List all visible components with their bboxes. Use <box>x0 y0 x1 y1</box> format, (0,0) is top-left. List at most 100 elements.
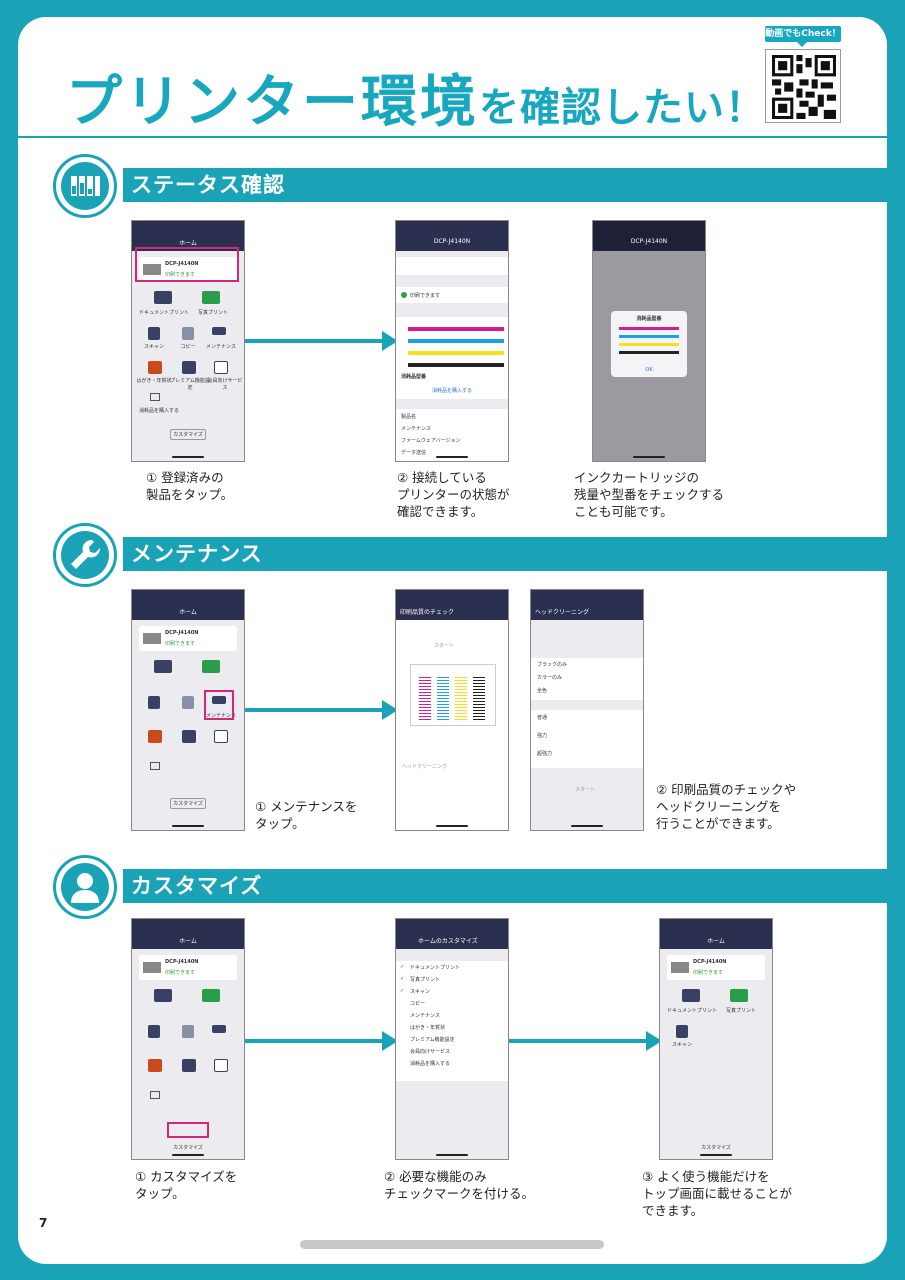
scan-icon[interactable] <box>148 1025 160 1038</box>
phone-nav: DCP-J4140N <box>396 221 508 251</box>
page-title: プリンター環境を確認したい！ <box>66 70 766 135</box>
arrow-2a <box>245 700 398 720</box>
scrollbar[interactable] <box>300 1240 604 1249</box>
hagaki-icon[interactable] <box>148 361 162 374</box>
doc-print-icon[interactable] <box>682 989 700 1002</box>
phone-nav: ホームのカスタマイズ <box>396 919 508 949</box>
caption-maint-1: ① メンテナンスを タップ。 <box>255 799 358 831</box>
device-card[interactable]: DCP-J4140N 印刷できます <box>139 257 237 282</box>
highlight-maintenance <box>204 690 234 720</box>
photo-print-icon[interactable] <box>202 291 220 304</box>
section-band-status: ステータス確認 <box>123 168 887 202</box>
maint-row[interactable]: メンテナンス <box>401 426 431 432</box>
device-model: DCP-J4140N <box>165 261 199 267</box>
scan-icon[interactable] <box>148 696 160 709</box>
list-premium[interactable]: プレミアム機能設定 <box>410 1037 455 1043</box>
phone-nav: ホーム <box>660 919 772 949</box>
premium-icon[interactable] <box>182 730 196 743</box>
opt-color[interactable]: カラーのみ <box>537 675 563 681</box>
list-maintenance[interactable]: メンテナンス <box>410 1013 440 1019</box>
phone-home-result-screen: ホーム DCP-J4140N 印刷できます ドキュメントプリント 写真プリント … <box>659 918 773 1160</box>
scan-label: スキャン <box>143 344 164 350</box>
list-hagaki[interactable]: はがき・年賀状 <box>410 1025 446 1031</box>
doc-print-icon[interactable] <box>154 291 172 304</box>
corp-icon[interactable] <box>214 730 228 743</box>
device-status: 印刷できます <box>165 641 196 647</box>
doc-print-label: ドキュメントプリント <box>138 310 189 316</box>
opt-normal[interactable]: 普通 <box>537 715 548 721</box>
customize-button[interactable]: カスタマイズ <box>170 429 206 440</box>
opt-all[interactable]: 全色 <box>537 688 548 694</box>
phone-home-screen-2: ホーム DCP-J4140N 印刷できます メンテナンス カスタマイズ <box>131 589 245 831</box>
cart-icon[interactable] <box>150 1091 160 1099</box>
photo-print-icon[interactable] <box>730 989 748 1002</box>
cart-icon[interactable] <box>150 762 160 770</box>
scan-icon[interactable] <box>148 327 160 340</box>
list-doc-print: ドキュメントプリント <box>410 965 461 971</box>
copy-icon[interactable] <box>182 327 194 340</box>
list-buy[interactable]: 消耗品を購入する <box>410 1061 451 1067</box>
device-card[interactable]: DCP-J4140N 印刷できます <box>667 955 765 980</box>
premium-icon[interactable] <box>182 361 196 374</box>
hagaki-icon[interactable] <box>148 1059 162 1072</box>
maintenance-icon[interactable] <box>212 696 226 704</box>
qr-block[interactable]: 動画でもCheck！ <box>765 26 841 123</box>
list-scan: スキャン <box>410 989 431 995</box>
buy-label: 消耗品を購入する <box>138 408 179 414</box>
photo-print-icon[interactable] <box>202 660 220 673</box>
caption-status-3: インクカートリッジの 残量や型番をチェックする ことも可能です。 <box>574 470 725 519</box>
hagaki-icon[interactable] <box>148 730 162 743</box>
highlight-device-card <box>135 247 239 282</box>
caption-cust-3: ③ よく使う機能だけを トップ画面に載せることが できます。 <box>642 1169 793 1218</box>
list-copy[interactable]: コピー <box>410 1001 426 1007</box>
qr-code-icon[interactable] <box>765 49 841 123</box>
head-clean-row[interactable]: ヘッドクリーニング <box>402 764 448 770</box>
check-icon[interactable]: ✓ <box>400 976 405 982</box>
cart-icon[interactable] <box>150 393 160 401</box>
check-icon[interactable]: ✓ <box>400 988 405 994</box>
start-button[interactable]: スタート <box>575 787 596 793</box>
highlight-customize <box>167 1122 209 1138</box>
customize-button[interactable]: カスタマイズ <box>701 1145 731 1151</box>
scan-label: スキャン <box>671 1042 692 1048</box>
check-icon[interactable]: ✓ <box>400 964 405 970</box>
device-card[interactable]: DCP-J4140N 印刷できます <box>139 955 237 980</box>
data-row[interactable]: データ送信 <box>401 450 427 456</box>
phone-nav: 印刷品質のチェック <box>396 590 508 620</box>
corp-label: 会員向けサービス <box>207 378 243 391</box>
modal-ok-button[interactable]: OK <box>645 367 653 373</box>
ink-bar-yellow <box>408 351 504 355</box>
customize-button[interactable]: カスタマイズ <box>170 798 206 809</box>
copy-label: コピー <box>180 344 196 350</box>
ink-bar-magenta <box>408 327 504 331</box>
scan-icon[interactable] <box>676 1025 688 1038</box>
photo-print-icon[interactable] <box>202 989 220 1002</box>
ink-bar-black <box>408 363 504 367</box>
wrench-icon <box>53 523 117 587</box>
opt-strong[interactable]: 強力 <box>537 733 548 739</box>
list-photo-print: 写真プリント <box>410 977 441 983</box>
maintenance-icon[interactable] <box>212 1025 226 1033</box>
corp-icon[interactable] <box>214 1059 228 1072</box>
firmware-row: ファームウェアバージョン <box>401 438 461 444</box>
opt-super[interactable]: 超強力 <box>537 751 553 757</box>
copy-icon[interactable] <box>182 696 194 709</box>
ok-icon <box>401 292 407 298</box>
ink-modal: 消耗品型番 OK <box>611 311 687 377</box>
status-text: 印刷できます <box>410 293 441 299</box>
corp-icon[interactable] <box>214 361 228 374</box>
copy-icon[interactable] <box>182 1025 194 1038</box>
arrow-3b <box>509 1031 662 1051</box>
customize-button[interactable]: カスタマイズ <box>173 1145 203 1151</box>
list-corp[interactable]: 会員向けサービス <box>410 1049 451 1055</box>
opt-black[interactable]: ブラックのみ <box>537 662 568 668</box>
doc-print-icon[interactable] <box>154 989 172 1002</box>
maintenance-icon[interactable] <box>212 327 226 335</box>
phone-nav: ホーム <box>132 919 244 949</box>
doc-print-icon[interactable] <box>154 660 172 673</box>
ink-title: 消耗品型番 <box>401 374 427 380</box>
start-button[interactable]: スタート <box>434 643 455 649</box>
premium-icon[interactable] <box>182 1059 196 1072</box>
device-card[interactable]: DCP-J4140N 印刷できます <box>139 626 237 651</box>
buy-link[interactable]: 消耗品を購入する <box>432 388 473 394</box>
